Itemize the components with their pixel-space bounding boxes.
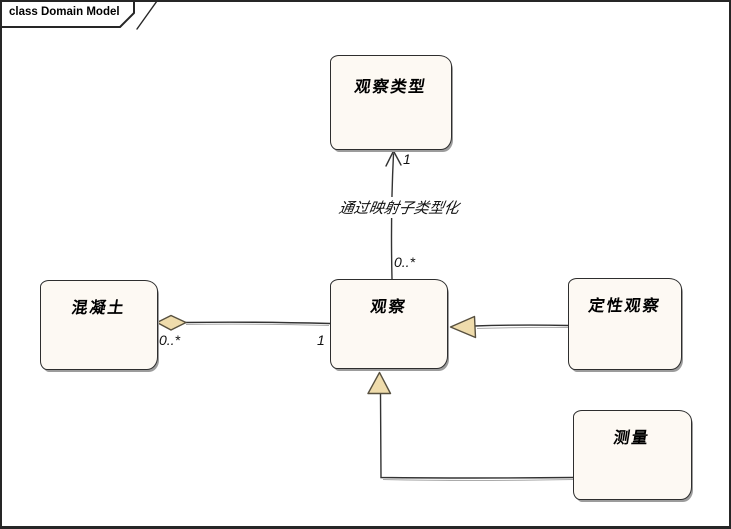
measurement-generalization-line[interactable] [379, 393, 574, 479]
class-box-measurement[interactable]: 测量 [573, 410, 692, 500]
qualitative-generalization-line[interactable] [473, 324, 569, 327]
aggregation-line[interactable] [184, 321, 331, 325]
qualitative-generalization-triangle-icon [449, 315, 477, 339]
class-label-concrete: 混凝土 [70, 300, 127, 317]
class-box-observation-type[interactable]: 观察类型 [330, 55, 452, 150]
measurement-generalization-triangle-icon [367, 371, 392, 395]
typed-by-open-arrow-icon [385, 150, 402, 167]
qualitative-generalization-echo [476, 326, 569, 329]
class-label-observation-type: 观察类型 [353, 79, 428, 96]
typed-by-target-multiplicity: 1 [403, 151, 411, 167]
aggregation-diamond-icon [156, 314, 187, 331]
typed-by-source-multiplicity: 0..* [394, 254, 416, 270]
class-label-qualitative-observation: 定性观察 [587, 298, 662, 315]
class-label-observation: 观察 [369, 299, 408, 316]
aggregation-line-echo [185, 323, 330, 326]
measurement-generalization-echo [382, 479, 574, 481]
class-box-qualitative-observation[interactable]: 定性观察 [568, 278, 682, 370]
frame-tab-diagonal [136, 0, 158, 30]
class-label-measurement: 测量 [612, 430, 652, 447]
frame-tab [0, 0, 158, 30]
aggregation-concrete-multiplicity: 0..* [159, 332, 181, 348]
aggregation-observation-multiplicity: 1 [317, 332, 325, 348]
typed-by-association-name: 通过映射子类型化 [334, 197, 464, 218]
class-box-concrete[interactable]: 混凝土 [40, 280, 158, 370]
frame-tab-shape [0, 0, 135, 28]
class-box-observation[interactable]: 观察 [330, 279, 448, 369]
frame-tab-label: class Domain Model [9, 6, 120, 18]
